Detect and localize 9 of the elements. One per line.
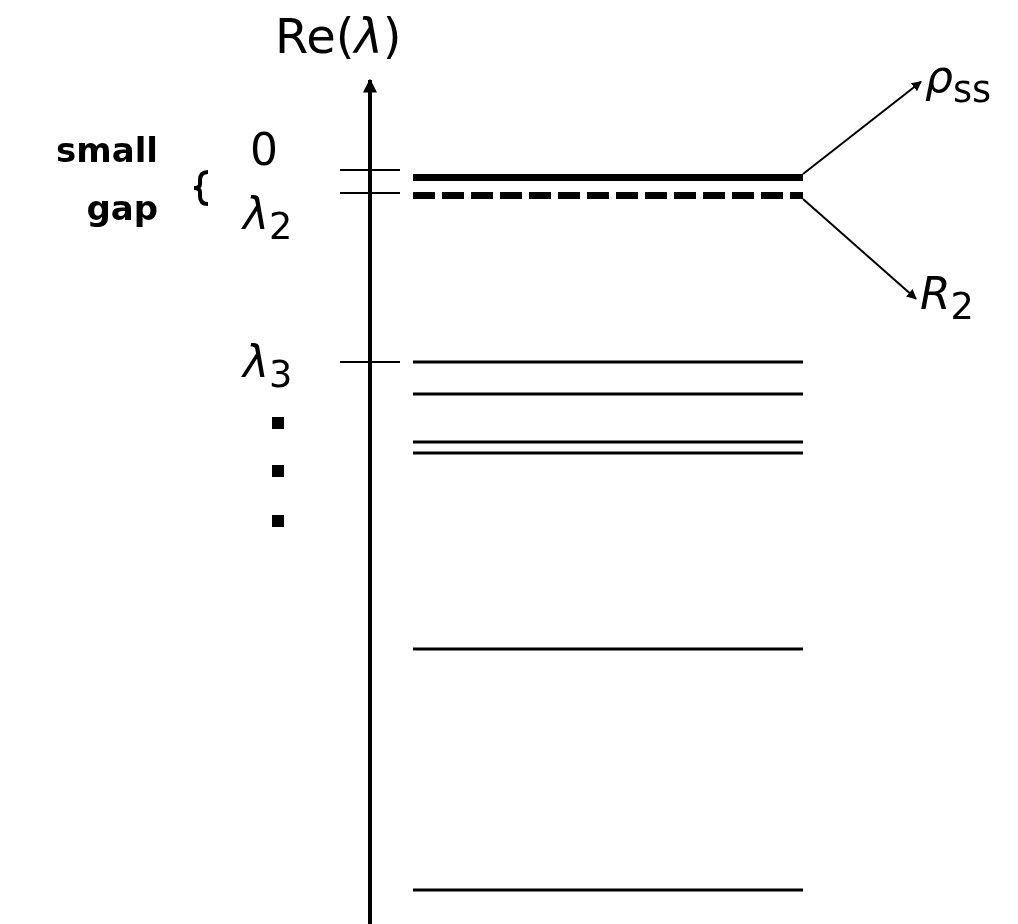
tick-label: λ$_{3}$ <box>243 340 293 394</box>
arrow <box>802 198 917 300</box>
annotation: small gap <box>55 129 158 230</box>
state-label: ρ$_{ss}$ <box>925 55 992 109</box>
state-label: R$_{2}$ <box>920 272 974 326</box>
tick-label: 0 <box>250 128 278 172</box>
axis-label: Re(λ) <box>275 12 402 60</box>
tick-label: λ$_{2}$ <box>243 192 293 246</box>
arrow <box>802 80 922 175</box>
